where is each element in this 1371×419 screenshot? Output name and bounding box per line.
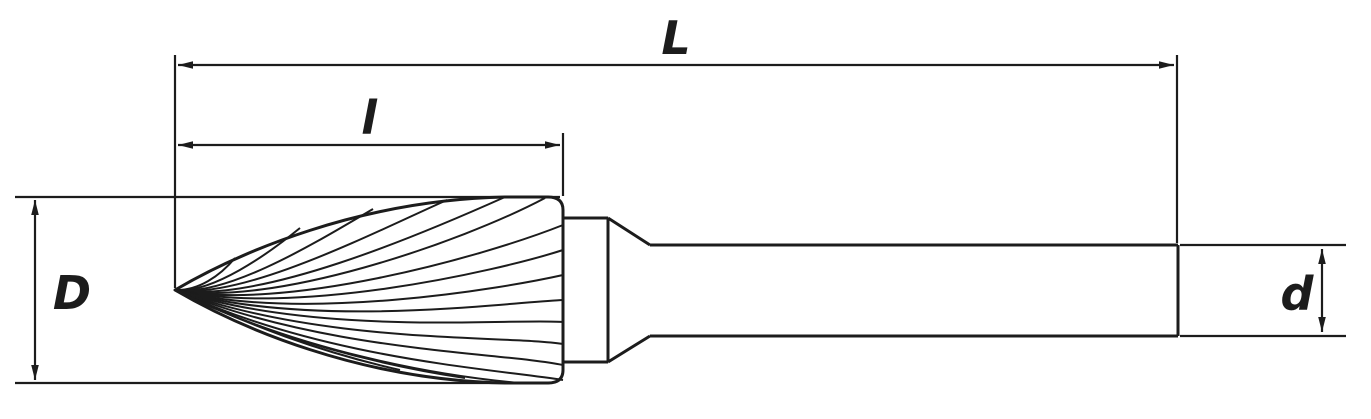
taper-neck-outline [607,216,651,364]
dimension-head-diameter: D [15,195,560,385]
flute-line [174,274,564,305]
burr-head-outline [173,195,565,385]
dimension-total-length: L [173,11,1179,288]
label-cutting-length: l [361,91,378,145]
flute-line [174,196,506,293]
flute-line [174,289,401,371]
burr-flutes [174,196,564,384]
burr-head [173,195,565,385]
dimension-cutting-length: l [178,91,565,196]
flute-line [174,199,448,292]
flute-line [174,289,564,313]
flute-line [174,289,564,324]
flute-line [174,289,564,366]
flute-line [174,289,564,381]
label-shank-diameter: d [1281,267,1315,321]
dimension-shank-diameter: d [1180,243,1346,338]
flute-line [174,197,546,295]
flute-line [174,289,564,345]
collar-outline [563,216,610,364]
label-head-diameter: D [53,266,91,320]
burr-shank [650,243,1180,338]
flute-line [174,224,564,297]
burr-collar [563,216,651,364]
label-total-length: L [661,11,690,65]
shank-outline [650,243,1180,338]
flute-line [174,208,374,292]
flute-line [174,249,564,300]
